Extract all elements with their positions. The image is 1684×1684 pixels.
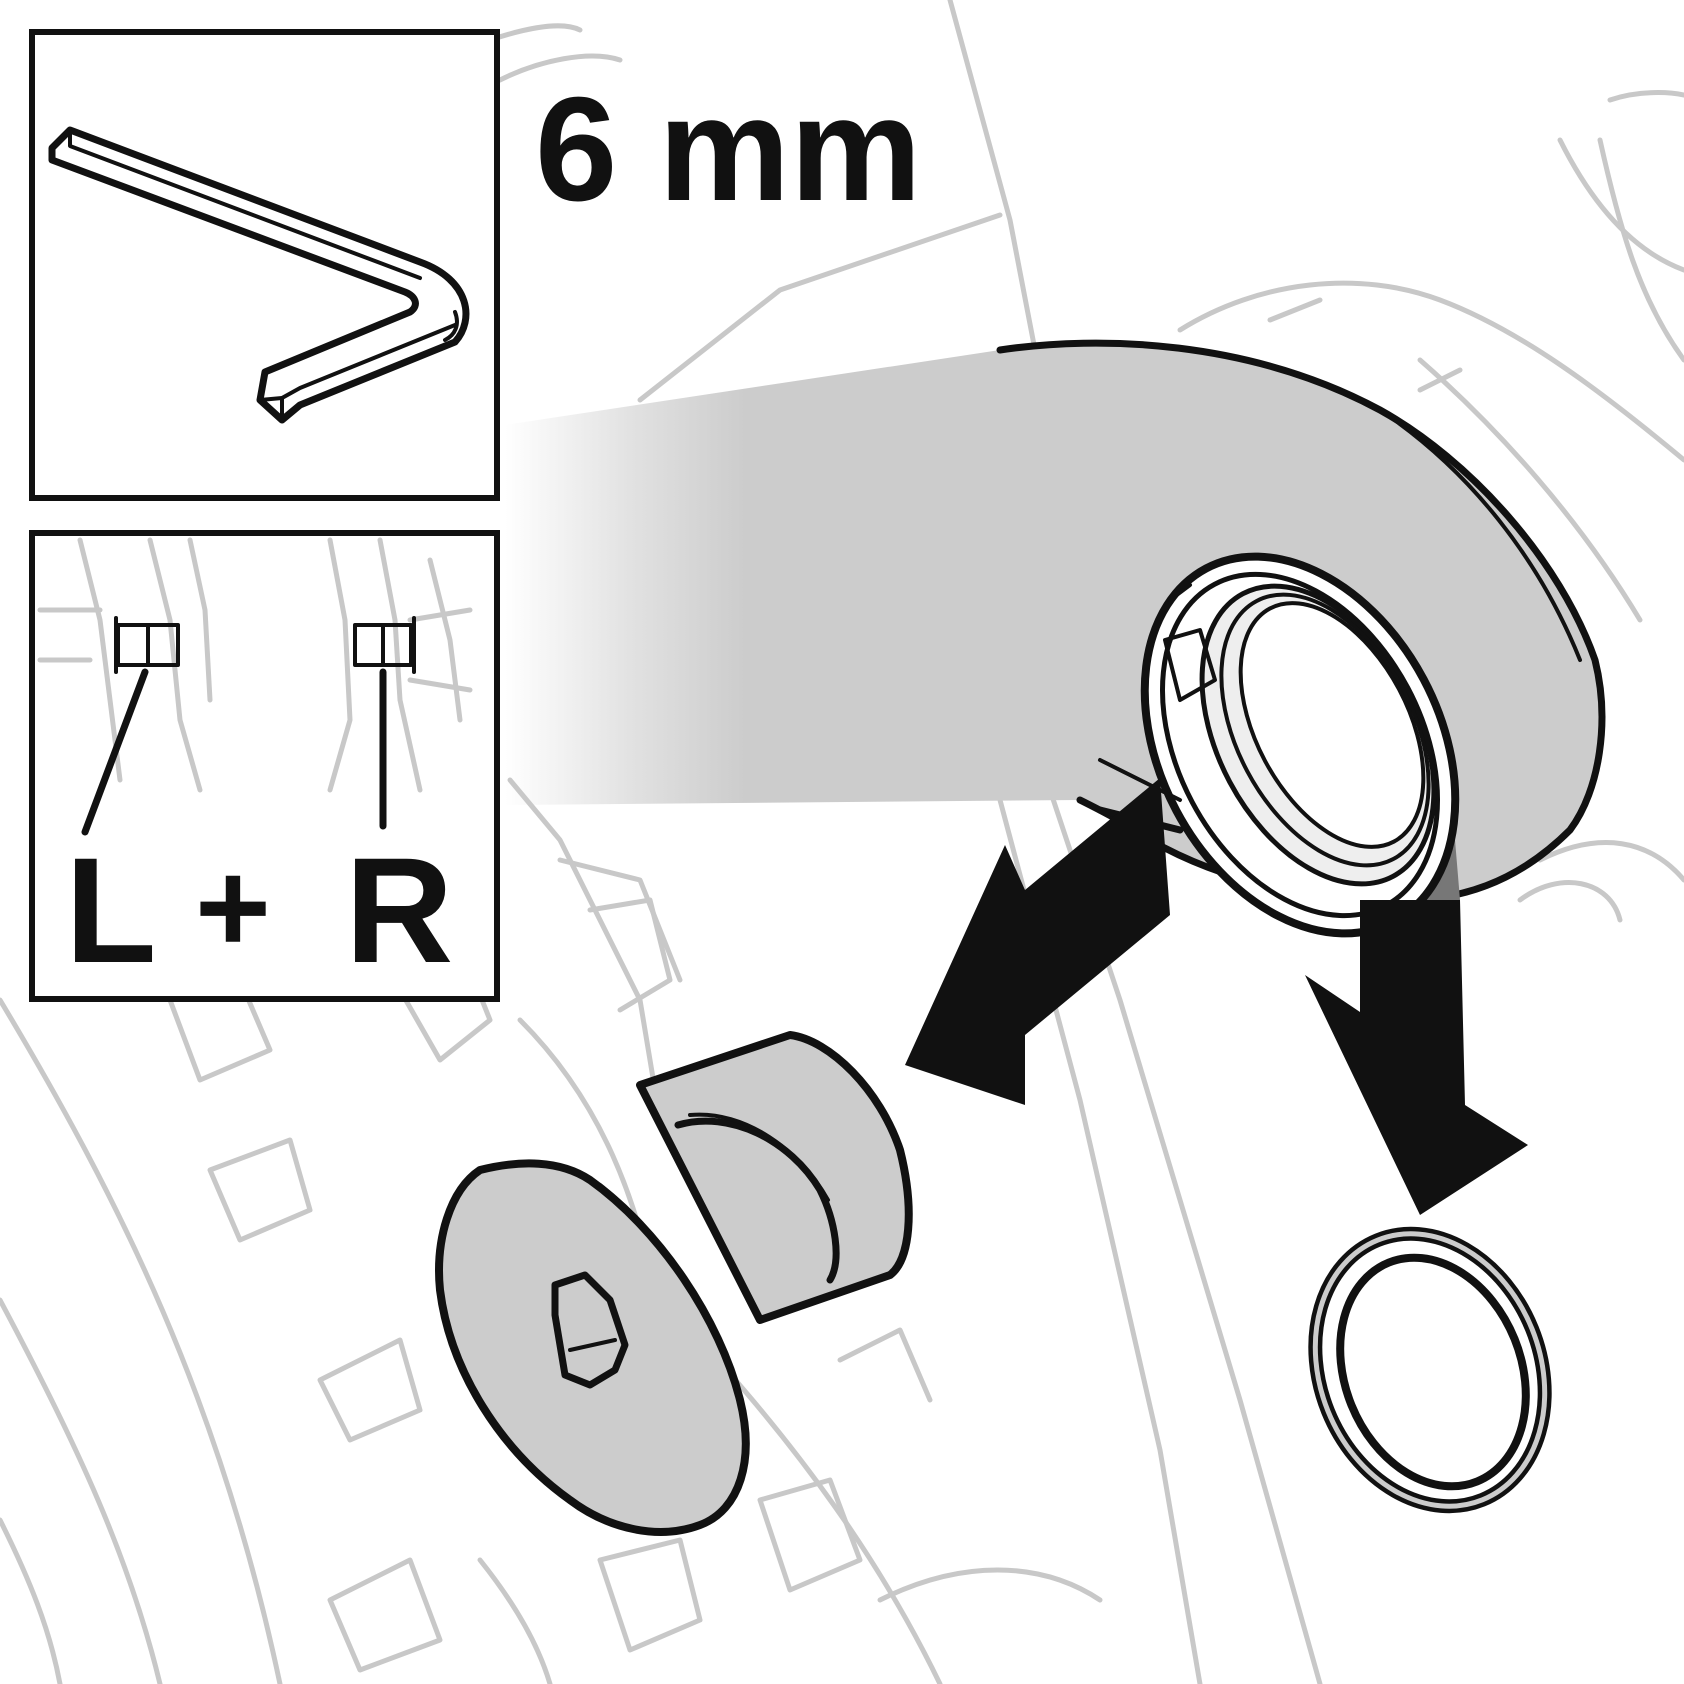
hex-key-panel: [29, 29, 500, 501]
left-side-label: L: [65, 826, 157, 994]
frame-thumbnail: [37, 537, 473, 836]
side-indicator-panel: L + R: [29, 530, 500, 1002]
bolt-removal-arrow: [905, 778, 1170, 1105]
washer-removal-arrow: [1305, 900, 1528, 1215]
right-side-label: R: [345, 826, 453, 994]
tool-size-label: 6 mm: [535, 67, 922, 232]
hex-socket-icon: [551, 1271, 629, 1389]
swing-arm: [505, 339, 1606, 938]
plus-sign: +: [195, 834, 271, 980]
hex-key-icon: [48, 126, 470, 424]
washer: [1308, 1226, 1552, 1514]
threaded-bore: [1140, 552, 1460, 938]
axle-bolt: [435, 1031, 913, 1536]
